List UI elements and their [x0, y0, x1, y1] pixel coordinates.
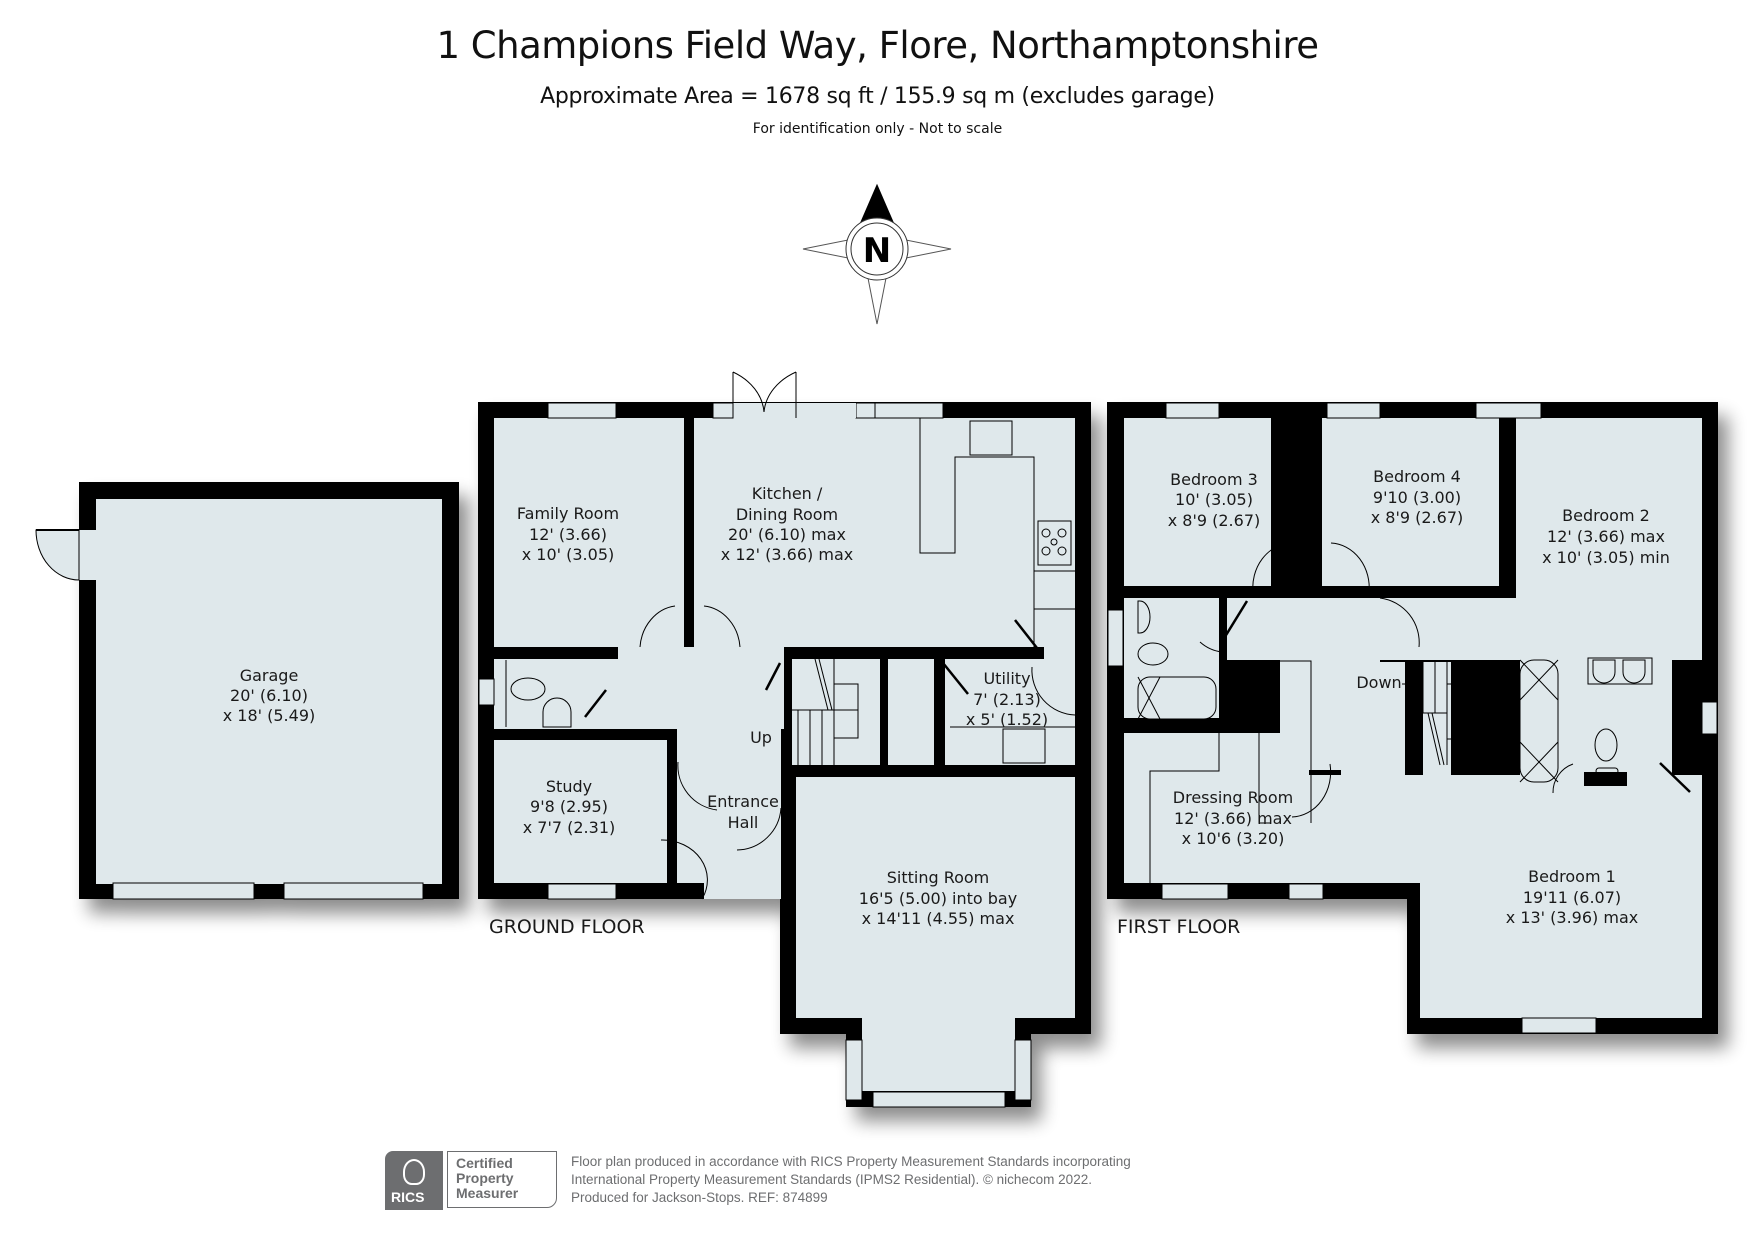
svg-text:Bedroom 4: Bedroom 4	[1373, 467, 1461, 486]
svg-text:Utility: Utility	[983, 669, 1030, 688]
dressing-room-label: Dressing Room 12' (3.66) max x 10'6 (3.2…	[1173, 788, 1293, 848]
bedroom-3-label: Bedroom 3 10' (3.05) x 8'9 (2.67)	[1168, 470, 1261, 530]
svg-text:12' (3.66) max: 12' (3.66) max	[1547, 527, 1665, 546]
svg-text:x 13' (3.96) max: x 13' (3.96) max	[1506, 908, 1638, 927]
footer-line: Floor plan produced in accordance with R…	[571, 1154, 1131, 1169]
svg-text:x 8'9 (2.67): x 8'9 (2.67)	[1371, 508, 1464, 527]
kitchen-dining-label: Kitchen / Dining Room 20' (6.10) max x 1…	[721, 484, 853, 564]
ground-floor-doors	[639, 605, 1076, 900]
first-floor-windows	[1107, 402, 1718, 1034]
svg-text:x 5' (1.52): x 5' (1.52)	[966, 710, 1048, 729]
garage-side-door	[35, 529, 80, 581]
svg-text:Family Room: Family Room	[517, 504, 619, 523]
svg-text:x 14'11 (4.55) max: x 14'11 (4.55) max	[862, 909, 1015, 928]
footer-line: International Property Measurement Stand…	[571, 1172, 1092, 1187]
wc-fittings	[505, 660, 572, 728]
svg-text:Dressing Room: Dressing Room	[1173, 788, 1293, 807]
kitchen-units	[919, 418, 1075, 764]
first-floor-label: FIRST FLOOR	[1117, 916, 1240, 938]
svg-text:Bedroom 1: Bedroom 1	[1528, 867, 1616, 886]
svg-text:x 7'7 (2.31): x 7'7 (2.31)	[523, 818, 616, 837]
svg-text:16'5 (5.00) into bay: 16'5 (5.00) into bay	[859, 889, 1017, 908]
french-doors	[732, 371, 856, 418]
wardrobe-outlines	[1149, 660, 1312, 883]
garage-label: Garage 20' (6.10) x 18' (5.49)	[223, 666, 316, 725]
svg-text:Kitchen /: Kitchen /	[752, 484, 823, 503]
ground-floor	[478, 402, 1091, 1107]
stairs-down	[1402, 662, 1473, 766]
svg-text:x 10' (3.05) min: x 10' (3.05) min	[1542, 548, 1670, 567]
ground-floor-label: GROUND FLOOR	[489, 916, 645, 938]
utility-label: Utility 7' (2.13) x 5' (1.52)	[966, 669, 1048, 729]
svg-text:x 12' (3.66) max: x 12' (3.66) max	[721, 545, 853, 564]
compass-north-label: N	[863, 231, 891, 271]
svg-text:12' (3.66): 12' (3.66)	[529, 525, 607, 544]
svg-text:12' (3.66) max: 12' (3.66) max	[1174, 809, 1292, 828]
svg-text:Hall: Hall	[728, 813, 759, 832]
first-floor	[1107, 402, 1718, 1034]
svg-text:20' (6.10) max: 20' (6.10) max	[728, 525, 846, 544]
footer-line: Produced for Jackson-Stops. REF: 874899	[571, 1190, 828, 1205]
svg-text:Sitting Room: Sitting Room	[887, 868, 990, 887]
compass-rose-icon: N	[802, 183, 952, 325]
svg-text:x 8'9 (2.67): x 8'9 (2.67)	[1168, 511, 1261, 530]
bedroom-2-label: Bedroom 2 12' (3.66) max x 10' (3.05) mi…	[1542, 506, 1670, 567]
disclaimer: For identification only - Not to scale	[752, 121, 1003, 137]
svg-text:19'11 (6.07): 19'11 (6.07)	[1523, 888, 1621, 907]
svg-text:Bedroom 2: Bedroom 2	[1562, 506, 1650, 525]
svg-text:Garage: Garage	[240, 666, 299, 685]
svg-text:Entrance: Entrance	[707, 792, 779, 811]
rics-logo: RICS	[385, 1151, 443, 1210]
garage-floor	[79, 482, 459, 900]
svg-text:x 10' (3.05): x 10' (3.05)	[522, 545, 615, 564]
stairs-down-label: Down	[1356, 673, 1401, 692]
footer-credits: Floor plan produced in accordance with R…	[571, 1153, 1131, 1207]
rics-certified-badge: RICS Certified Property Measurer	[385, 1151, 559, 1210]
bedroom-1-label: Bedroom 1 19'11 (6.07) x 13' (3.96) max	[1506, 867, 1638, 927]
svg-text:x 18' (5.49): x 18' (5.49)	[223, 706, 316, 725]
first-floor-doors	[1199, 542, 1574, 818]
page-title: 1 Champions Field Way, Flore, Northampto…	[436, 24, 1319, 67]
stairs-up-label: Up	[750, 728, 772, 747]
approximate-area: Approximate Area = 1678 sq ft / 155.9 sq…	[540, 84, 1215, 109]
bathroom-fittings	[1137, 600, 1653, 783]
ground-floor-windows	[478, 402, 1032, 1108]
family-room-label: Family Room 12' (3.66) x 10' (3.05)	[517, 504, 619, 564]
svg-text:Dining Room: Dining Room	[736, 505, 838, 524]
svg-text:9'10 (3.00): 9'10 (3.00)	[1373, 488, 1461, 507]
entrance-hall-label: Entrance Hall	[707, 792, 779, 832]
svg-text:7' (2.13): 7' (2.13)	[973, 690, 1041, 709]
svg-text:20' (6.10): 20' (6.10)	[230, 686, 308, 705]
study-label: Study 9'8 (2.95) x 7'7 (2.31)	[523, 777, 616, 837]
lion-icon	[403, 1159, 425, 1185]
svg-text:Bedroom 3: Bedroom 3	[1170, 470, 1258, 489]
stairs-up	[786, 658, 859, 765]
svg-text:10' (3.05): 10' (3.05)	[1175, 490, 1253, 509]
certified-measurer-label: Certified Property Measurer	[447, 1151, 557, 1208]
sitting-room-label: Sitting Room 16'5 (5.00) into bay x 14'1…	[859, 868, 1017, 928]
svg-text:x 10'6 (3.20): x 10'6 (3.20)	[1182, 829, 1285, 848]
svg-text:Study: Study	[546, 777, 592, 796]
bedroom-4-label: Bedroom 4 9'10 (3.00) x 8'9 (2.67)	[1371, 467, 1464, 527]
svg-text:9'8 (2.95): 9'8 (2.95)	[530, 797, 608, 816]
